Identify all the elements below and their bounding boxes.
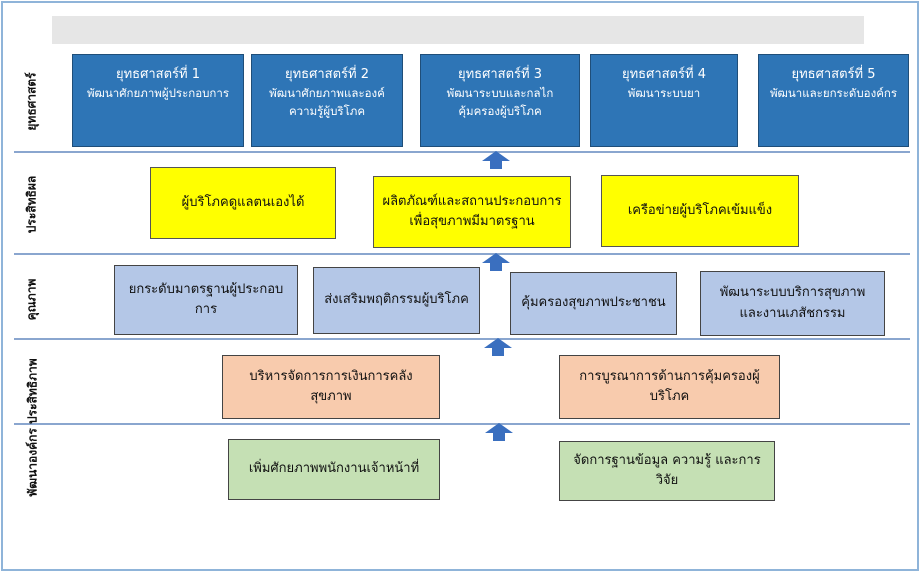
strategy-desc: พัฒนาระบบและกลไก: [446, 86, 554, 101]
box-text: ผู้บริโภคดูแลตนเองได้: [181, 194, 305, 210]
box-text: ยกระดับมาตรฐานผู้ประกอบการ: [128, 281, 284, 317]
row-label-effectiveness: ประสิทธิผล: [24, 175, 39, 234]
effectiveness-box-2: ผลิตภัณฑ์และสถานประกอบการ เพื่อสุขภาพมีม…: [373, 176, 571, 248]
up-arrow-icon: [485, 423, 513, 441]
box-text: และงานเภสัชกรรม: [739, 305, 846, 321]
org-box-1: เพิ่มศักยภาพพนักงานเจ้าหน้าที่: [228, 439, 440, 500]
strategy-desc: คุ้มครองผู้บริโภค: [458, 103, 542, 118]
row-label-quality: คุณภาพ: [24, 278, 39, 321]
divider-line: [14, 338, 910, 340]
quality-box-2: ส่งเสริมพฤติกรรมผู้บริโภค: [313, 267, 480, 334]
box-text: จัดการฐานข้อมูล ความรู้ และการวิจัย: [573, 452, 761, 488]
quality-box-4: พัฒนาระบบบริการสุขภาพ และงานเภสัชกรรม: [700, 271, 885, 336]
box-text: การบูรณาการด้านการคุ้มครองผู้บริโภค: [579, 368, 760, 404]
strategy-title: ยุทธศาสตร์ที่ 2: [284, 67, 369, 82]
strategy-box-1: ยุทธศาสตร์ที่ 1 พัฒนาศักยภาพผู้ประกอบการ: [72, 54, 244, 147]
org-box-2: จัดการฐานข้อมูล ความรู้ และการวิจัย: [559, 441, 775, 501]
box-text: ผลิตภัณฑ์และสถานประกอบการ: [382, 193, 562, 209]
effectiveness-box-3: เครือข่ายผู้บริโภคเข้มแข็ง: [601, 175, 799, 247]
box-text: เพิ่มศักยภาพพนักงานเจ้าหน้าที่: [248, 461, 420, 477]
strategy-desc: ความรู้ผู้บริโภค: [288, 103, 366, 118]
strategy-box-3: ยุทธศาสตร์ที่ 3 พัฒนาระบบและกลไก คุ้มครอ…: [420, 54, 580, 147]
strategy-title: ยุทธศาสตร์ที่ 4: [621, 67, 706, 82]
box-text: เพื่อสุขภาพมีมาตรฐาน: [409, 214, 535, 229]
strategy-box-2: ยุทธศาสตร์ที่ 2 พัฒนาศักยภาพและองค์ ความ…: [251, 54, 403, 147]
up-arrow-icon: [482, 253, 510, 271]
efficiency-box-1: บริหารจัดการการเงินการคลังสุขภาพ: [222, 355, 440, 419]
strategy-box-5: ยุทธศาสตร์ที่ 5 พัฒนาและยกระดับองค์กร: [758, 54, 909, 147]
title-bar: [52, 16, 864, 44]
strategy-desc: พัฒนาศักยภาพผู้ประกอบการ: [86, 86, 230, 101]
strategy-desc: พัฒนาศักยภาพและองค์: [269, 86, 385, 101]
strategy-box-4: ยุทธศาสตร์ที่ 4 พัฒนาระบบยา: [590, 54, 738, 147]
quality-box-3: คุ้มครองสุขภาพประชาชน: [510, 272, 677, 335]
divider-line: [14, 253, 910, 255]
box-text: ส่งเสริมพฤติกรรมผู้บริโภค: [324, 292, 469, 308]
quality-box-1: ยกระดับมาตรฐานผู้ประกอบการ: [114, 265, 298, 335]
row-label-strategy: ยุทธศาสตร์: [24, 72, 39, 131]
efficiency-box-2: การบูรณาการด้านการคุ้มครองผู้บริโภค: [559, 355, 780, 419]
divider-line: [14, 423, 910, 425]
box-text: เครือข่ายผู้บริโภคเข้มแข็ง: [627, 202, 773, 218]
strategy-title: ยุทธศาสตร์ที่ 3: [457, 67, 542, 82]
divider-line: [14, 151, 910, 153]
up-arrow-icon: [484, 338, 512, 356]
row-label-efficiency-org: พัฒนาองค์กร ประสิทธิภาพ: [25, 358, 40, 497]
strategy-title: ยุทธศาสตร์ที่ 5: [791, 67, 876, 82]
up-arrow-icon: [482, 151, 510, 169]
strategy-title: ยุทธศาสตร์ที่ 1: [115, 67, 200, 82]
box-text: พัฒนาระบบบริการสุขภาพ: [719, 285, 866, 301]
box-text: บริหารจัดการการเงินการคลังสุขภาพ: [249, 368, 413, 404]
strategy-desc: พัฒนาระบบยา: [627, 86, 701, 101]
box-text: คุ้มครองสุขภาพประชาชน: [521, 295, 666, 311]
strategy-desc: พัฒนาและยกระดับองค์กร: [769, 86, 898, 101]
effectiveness-box-1: ผู้บริโภคดูแลตนเองได้: [150, 167, 336, 239]
